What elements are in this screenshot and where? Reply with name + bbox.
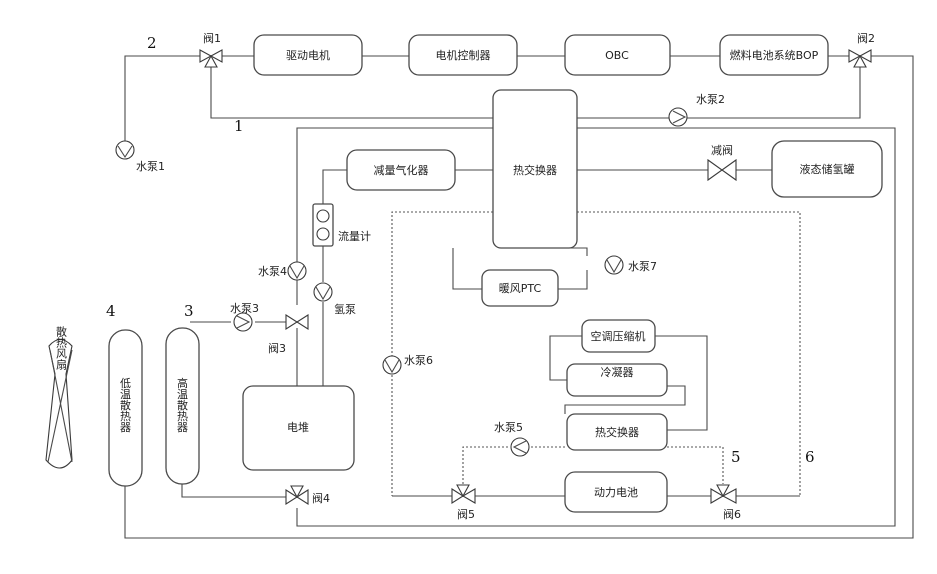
valve-4: 阀4 (286, 486, 330, 505)
svg-text:阀5: 阀5 (457, 507, 475, 521)
high-temp-radiator: 高温散热器 (166, 328, 199, 484)
svg-text:动力电池: 动力电池 (594, 486, 638, 499)
svg-text:减量气化器: 减量气化器 (374, 163, 429, 177)
fuel-cell-stack: 电堆 (243, 386, 354, 470)
pump-2: 水泵2 (669, 93, 725, 126)
svg-text:冷凝器: 冷凝器 (601, 365, 634, 379)
valve-2: 阀2 (849, 31, 875, 67)
svg-text:暖风PTC: 暖风PTC (499, 282, 542, 295)
valve-6: 阀6 (711, 485, 741, 521)
power-battery: 动力电池 (565, 472, 667, 512)
svg-text:空调压缩机: 空调压缩机 (591, 329, 646, 343)
loop-number-1: 1 (234, 117, 244, 135)
svg-text:液态储氢罐: 液态储氢罐 (800, 162, 855, 176)
svg-text:阀2: 阀2 (857, 31, 875, 45)
ptc-heater: 暖风PTC (482, 270, 558, 306)
svg-text:水泵6: 水泵6 (404, 354, 433, 367)
svg-text:阀3: 阀3 (268, 341, 286, 355)
valve-3: 阀3 (268, 315, 308, 355)
flowmeter: 流量计 (313, 204, 371, 246)
svg-text:水泵3: 水泵3 (230, 302, 259, 315)
ac-compressor: 空调压缩机 (582, 320, 655, 352)
loop-number-4: 4 (106, 302, 116, 320)
drive-motor: 驱动电机 (254, 35, 362, 75)
valve-5: 阀5 (452, 485, 475, 521)
svg-text:水泵5: 水泵5 (494, 421, 523, 434)
pump-3: 水泵3 (230, 302, 259, 331)
svg-text:热交换器: 热交换器 (595, 425, 639, 439)
hydrogen-vaporizer: 减量气化器 (347, 150, 455, 190)
svg-text:OBC: OBC (605, 49, 629, 62)
svg-text:水泵1: 水泵1 (136, 160, 165, 173)
svg-text:氢泵: 氢泵 (334, 302, 356, 316)
hydrogen-pump: 氢泵 (314, 283, 356, 316)
heat-exchanger-2: 热交换器 (567, 414, 667, 450)
low-temp-radiator: 低温散热器 (109, 330, 142, 486)
svg-text:电机控制器: 电机控制器 (436, 48, 491, 62)
svg-text:热交换器: 热交换器 (513, 163, 557, 177)
pump-6: 水泵6 (383, 354, 433, 374)
liquid-hydrogen-tank: 液态储氢罐 (772, 141, 882, 197)
svg-text:流量计: 流量计 (338, 229, 371, 243)
pump-4: 水泵4 (258, 262, 306, 280)
obc: OBC (565, 35, 670, 75)
loop-number-5: 5 (731, 448, 741, 466)
heat-exchanger-main: 热交换器 (493, 90, 577, 248)
pump-5: 水泵5 (494, 421, 529, 456)
svg-text:阀6: 阀6 (723, 507, 741, 521)
pump-1: 水泵1 (116, 141, 165, 173)
svg-text:阀4: 阀4 (312, 491, 330, 505)
loop-number-2: 2 (147, 34, 157, 52)
svg-text:燃料电池系统BOP: 燃料电池系统BOP (730, 48, 819, 62)
condenser: 冷凝器 (567, 364, 667, 396)
svg-text:驱动电机: 驱动电机 (286, 48, 330, 62)
loop-number-6: 6 (805, 448, 815, 466)
svg-text:阀1: 阀1 (203, 31, 221, 45)
pump-7: 水泵7 (605, 256, 657, 274)
svg-text:水泵2: 水泵2 (696, 93, 725, 106)
svg-text:散热风扇: 散热风扇 (55, 325, 68, 371)
valve-1: 阀1 (200, 31, 222, 67)
cooling-fan: 散热风扇 (46, 325, 72, 468)
svg-text:高温散热器: 高温散热器 (176, 376, 189, 433)
svg-text:低温散热器: 低温散热器 (119, 377, 132, 433)
svg-text:减阀: 减阀 (711, 143, 733, 157)
svg-text:水泵4: 水泵4 (258, 265, 287, 278)
fuel-cell-bop: 燃料电池系统BOP (720, 35, 828, 75)
pressure-valve: 减阀 (708, 143, 736, 180)
motor-controller: 电机控制器 (409, 35, 517, 75)
loop-number-3: 3 (184, 302, 194, 320)
svg-text:水泵7: 水泵7 (628, 260, 657, 273)
svg-text:电堆: 电堆 (287, 421, 309, 434)
